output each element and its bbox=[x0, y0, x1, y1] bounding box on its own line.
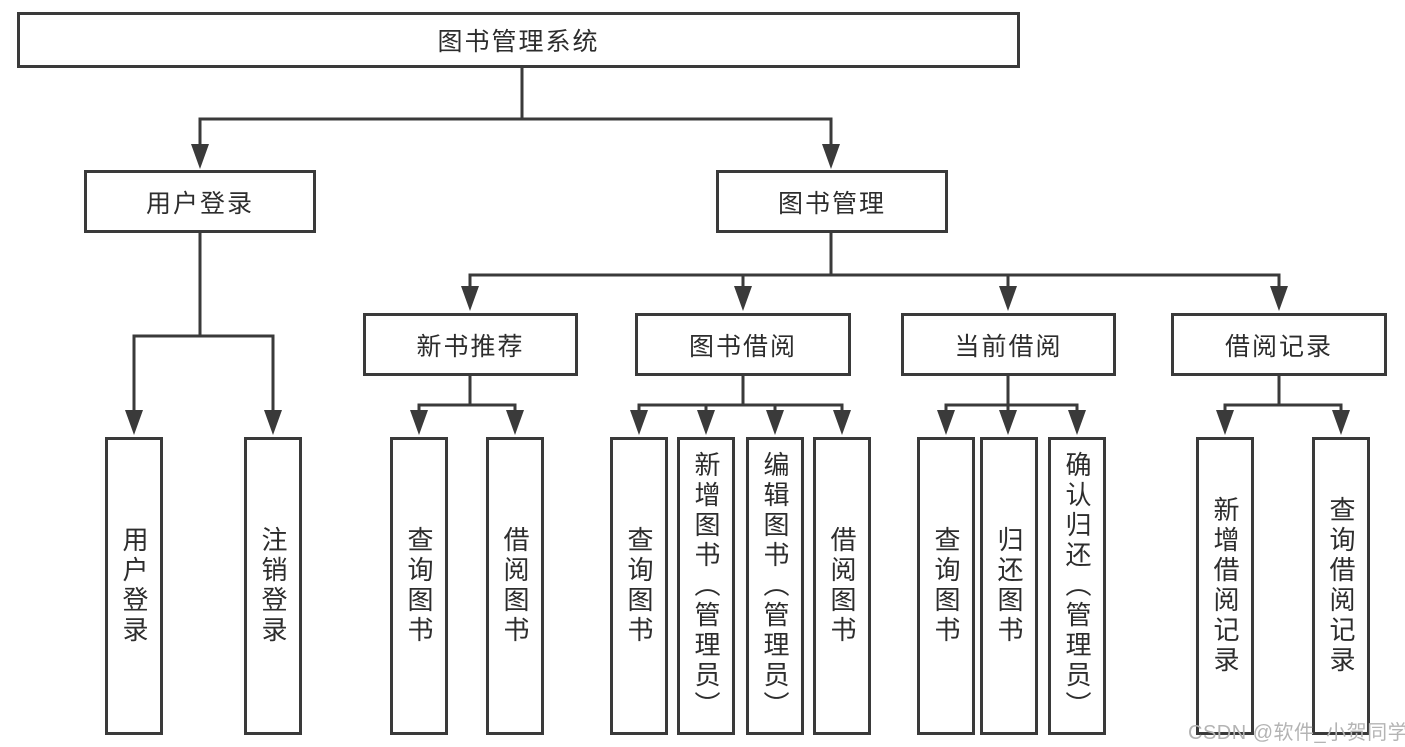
leaf-add-borrow-record: 新增借阅记录 bbox=[1196, 437, 1254, 735]
connector-borrow-record-to-leaves bbox=[1216, 376, 1350, 435]
csdn-watermark: CSDN @软件_小贺同学 bbox=[1188, 722, 1405, 744]
leaf-label: 借阅图书 bbox=[827, 526, 857, 646]
arrowhead-down-icon bbox=[734, 286, 752, 311]
connector-root-to-level2 bbox=[191, 68, 840, 169]
arrowhead-down-icon bbox=[999, 286, 1017, 311]
leaf-label: 确认归还（管理员） bbox=[1062, 451, 1092, 721]
leaf-label: 新增图书（管理员） bbox=[691, 451, 721, 721]
arrowhead-down-icon bbox=[461, 286, 479, 311]
node-current-borrow: 当前借阅 bbox=[901, 313, 1116, 376]
arrowhead-down-icon bbox=[264, 410, 282, 435]
node-book-borrow: 图书借阅 bbox=[635, 313, 851, 376]
leaf-query-books-3: 查询图书 bbox=[917, 437, 975, 735]
leaf-label: 新增借阅记录 bbox=[1210, 496, 1240, 676]
leaf-edit-book-admin: 编辑图书（管理员） bbox=[746, 437, 804, 735]
connector-book-mgmt-to-level3 bbox=[461, 233, 1288, 311]
leaf-label: 编辑图书（管理员） bbox=[760, 451, 790, 721]
arrowhead-down-icon bbox=[1216, 410, 1234, 435]
arrowhead-down-icon bbox=[937, 410, 955, 435]
connector-current-borrow-to-leaves bbox=[937, 376, 1086, 435]
arrowhead-down-icon bbox=[1270, 286, 1288, 311]
leaf-label: 用户登录 bbox=[119, 526, 149, 646]
leaf-query-books-2: 查询图书 bbox=[610, 437, 668, 735]
arrowhead-down-icon bbox=[697, 410, 715, 435]
connector-user-login-to-leaves bbox=[125, 233, 282, 435]
leaf-query-borrow-record: 查询借阅记录 bbox=[1312, 437, 1370, 735]
connector-new-book-rec-to-leaves bbox=[410, 376, 524, 435]
leaf-borrow-books-1: 借阅图书 bbox=[486, 437, 544, 735]
arrowhead-down-icon bbox=[125, 410, 143, 435]
leaf-label: 借阅图书 bbox=[500, 526, 530, 646]
node-user-login: 用户登录 bbox=[84, 170, 316, 233]
leaf-label: 查询图书 bbox=[624, 526, 654, 646]
leaf-label: 归还图书 bbox=[994, 526, 1024, 646]
leaf-borrow-books-2: 借阅图书 bbox=[813, 437, 871, 735]
node-root-system: 图书管理系统 bbox=[17, 12, 1020, 68]
arrowhead-down-icon bbox=[822, 144, 840, 169]
arrowhead-down-icon bbox=[1332, 410, 1350, 435]
leaf-query-books-1: 查询图书 bbox=[390, 437, 448, 735]
arrowhead-down-icon bbox=[766, 410, 784, 435]
leaf-label: 查询借阅记录 bbox=[1326, 496, 1356, 676]
arrowhead-down-icon bbox=[999, 410, 1017, 435]
leaf-label: 注销登录 bbox=[258, 526, 288, 646]
leaf-return-book: 归还图书 bbox=[980, 437, 1038, 735]
node-new-book-recommend: 新书推荐 bbox=[363, 313, 578, 376]
leaf-add-book-admin: 新增图书（管理员） bbox=[677, 437, 735, 735]
node-book-management: 图书管理 bbox=[716, 170, 948, 233]
connector-book-borrow-to-leaves bbox=[630, 376, 851, 435]
leaf-label: 查询图书 bbox=[931, 526, 961, 646]
leaf-label: 查询图书 bbox=[404, 526, 434, 646]
arrowhead-down-icon bbox=[191, 144, 209, 169]
arrowhead-down-icon bbox=[506, 410, 524, 435]
leaf-confirm-return-admin: 确认归还（管理员） bbox=[1048, 437, 1106, 735]
leaf-user-login: 用户登录 bbox=[105, 437, 163, 735]
leaf-logout: 注销登录 bbox=[244, 437, 302, 735]
arrowhead-down-icon bbox=[630, 410, 648, 435]
arrowhead-down-icon bbox=[410, 410, 428, 435]
arrowhead-down-icon bbox=[1068, 410, 1086, 435]
arrowhead-down-icon bbox=[833, 410, 851, 435]
node-borrow-record: 借阅记录 bbox=[1171, 313, 1387, 376]
